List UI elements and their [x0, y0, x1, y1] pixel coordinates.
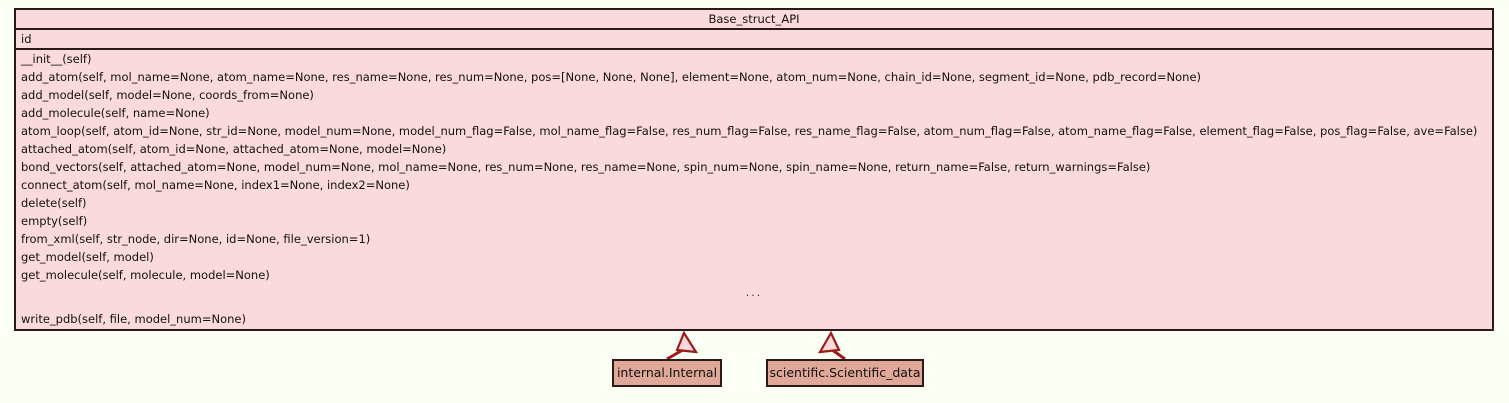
operation-row: __init__(self) [21, 52, 92, 66]
operation-row: from_xml(self, str_node, dir=None, id=No… [21, 232, 371, 246]
class-attributes-compartment: id [16, 30, 1492, 50]
operations-truncation-ellipsis: ... [745, 286, 763, 299]
operation-row: add_molecule(self, name=None) [21, 106, 210, 120]
operation-row: get_model(self, model) [21, 250, 154, 264]
operation-row: bond_vectors(self, attached_atom=None, m… [21, 160, 1151, 174]
generalization-arrow-scientific [817, 330, 846, 361]
operation-row: add_model(self, model=None, coords_from=… [21, 88, 314, 102]
operation-row: empty(self) [21, 214, 88, 228]
operation-row: attached_atom(self, atom_id=None, attach… [21, 142, 447, 156]
attribute-row: id [21, 32, 32, 46]
uml-class-base-struct-api[interactable]: Base_struct_API id __init__(self) add_at… [14, 8, 1494, 331]
generalization-arrow-internal [666, 330, 699, 361]
class-title: Base_struct_API [16, 10, 1492, 30]
operation-row: write_pdb(self, file, model_num=None) [21, 312, 246, 326]
operation-row: add_atom(self, mol_name=None, atom_name=… [21, 70, 1202, 84]
operation-row: connect_atom(self, mol_name=None, index1… [21, 178, 410, 192]
class-operations-compartment: __init__(self) add_atom(self, mol_name=N… [16, 50, 1492, 329]
operation-row: get_molecule(self, molecule, model=None) [21, 268, 270, 282]
operation-row: delete(self) [21, 196, 87, 210]
uml-class-internal[interactable]: internal.Internal [612, 359, 722, 387]
uml-class-scientific-data[interactable]: scientific.Scientific_data [766, 359, 924, 387]
operation-row: atom_loop(self, atom_id=None, str_id=Non… [21, 124, 1478, 138]
operations-spacer [16, 302, 1492, 310]
